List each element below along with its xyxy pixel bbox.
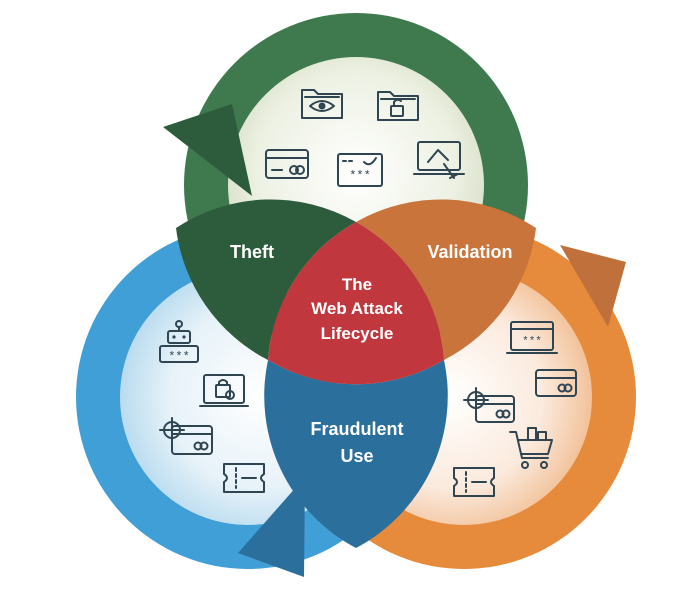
- laptop-password-icon: ***: [506, 321, 558, 354]
- folder-eye-icon: [301, 89, 343, 119]
- svg-text:***: ***: [522, 336, 542, 348]
- robot-password-icon: ***: [159, 320, 199, 364]
- password-screen-icon: ***: [337, 153, 383, 187]
- credit-card-icon: [265, 149, 309, 179]
- theft-overlap: [176, 199, 356, 360]
- ticket-icon: [223, 463, 265, 493]
- fraudulent-use-label-line-1: Fraudulent: [311, 419, 404, 439]
- laptop-bag-icon: [199, 374, 249, 407]
- svg-text:***: ***: [168, 350, 190, 364]
- fraudulent-use-overlap: [264, 360, 448, 548]
- center-title-line-3: Lifecycle: [321, 324, 394, 343]
- fraudulent-use-arrow-head: [238, 477, 305, 577]
- credit-card-target-icon: [463, 387, 515, 423]
- folder-lock-icon: [377, 91, 419, 121]
- shopping-cart-icon: [509, 427, 553, 469]
- validation-label: Validation: [427, 242, 512, 262]
- validation-overlap: [356, 199, 536, 360]
- laptop-hook-icon: [413, 141, 465, 179]
- svg-text:***: ***: [349, 169, 371, 183]
- theft-arrow-head: [163, 104, 252, 196]
- center-region: [268, 222, 444, 385]
- credit-card-target-icon: [159, 417, 213, 455]
- center-title-line-2: Web Attack: [311, 299, 403, 318]
- validation-arrow-head: [560, 245, 626, 327]
- theft-label: Theft: [230, 242, 274, 262]
- center-title-line-1: The: [342, 275, 372, 294]
- credit-card-icon: [535, 369, 577, 397]
- fraudulent-use-label-line-2: Use: [340, 446, 373, 466]
- ticket-icon: [453, 467, 495, 497]
